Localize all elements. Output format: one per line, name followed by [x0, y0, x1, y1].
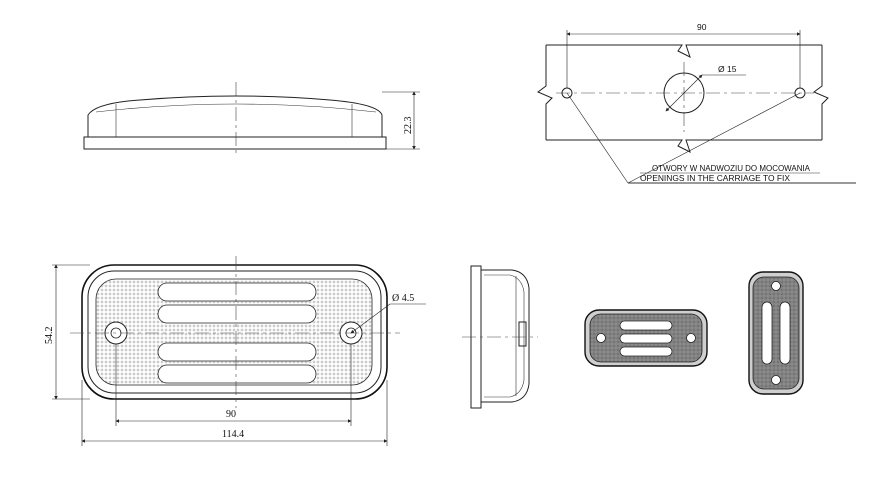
small-hole-diameter-label: Ø 4.5 — [392, 293, 414, 304]
side-profile-view: 22.3 — [83, 82, 420, 154]
front-view: Ø 4.5 54.2 90 114.4 — [44, 256, 426, 446]
top-hole-spacing-label: 90 — [697, 22, 707, 32]
iso-view-vertical — [748, 271, 804, 395]
front-hole-spacing-label: 90 — [226, 409, 236, 420]
side-section-view — [462, 265, 538, 409]
big-hole-diameter-label: Ø 15 — [718, 64, 737, 74]
note-english: OPENINGS IN THE CARRIAGE TO FIX — [640, 173, 790, 183]
mounting-holes-view: Ø 15 90 OTWORY W NADWOZIU DO MOCOWANIA O… — [537, 22, 856, 184]
note-polish: OTWORY W NADWOZIU DO MOCOWANIA — [652, 163, 810, 173]
height-dimension-label: 22.3 — [403, 117, 414, 135]
height-54-label: 54.2 — [44, 327, 55, 345]
overall-length-label: 114.4 — [222, 429, 244, 440]
iso-view-horizontal — [584, 309, 708, 367]
